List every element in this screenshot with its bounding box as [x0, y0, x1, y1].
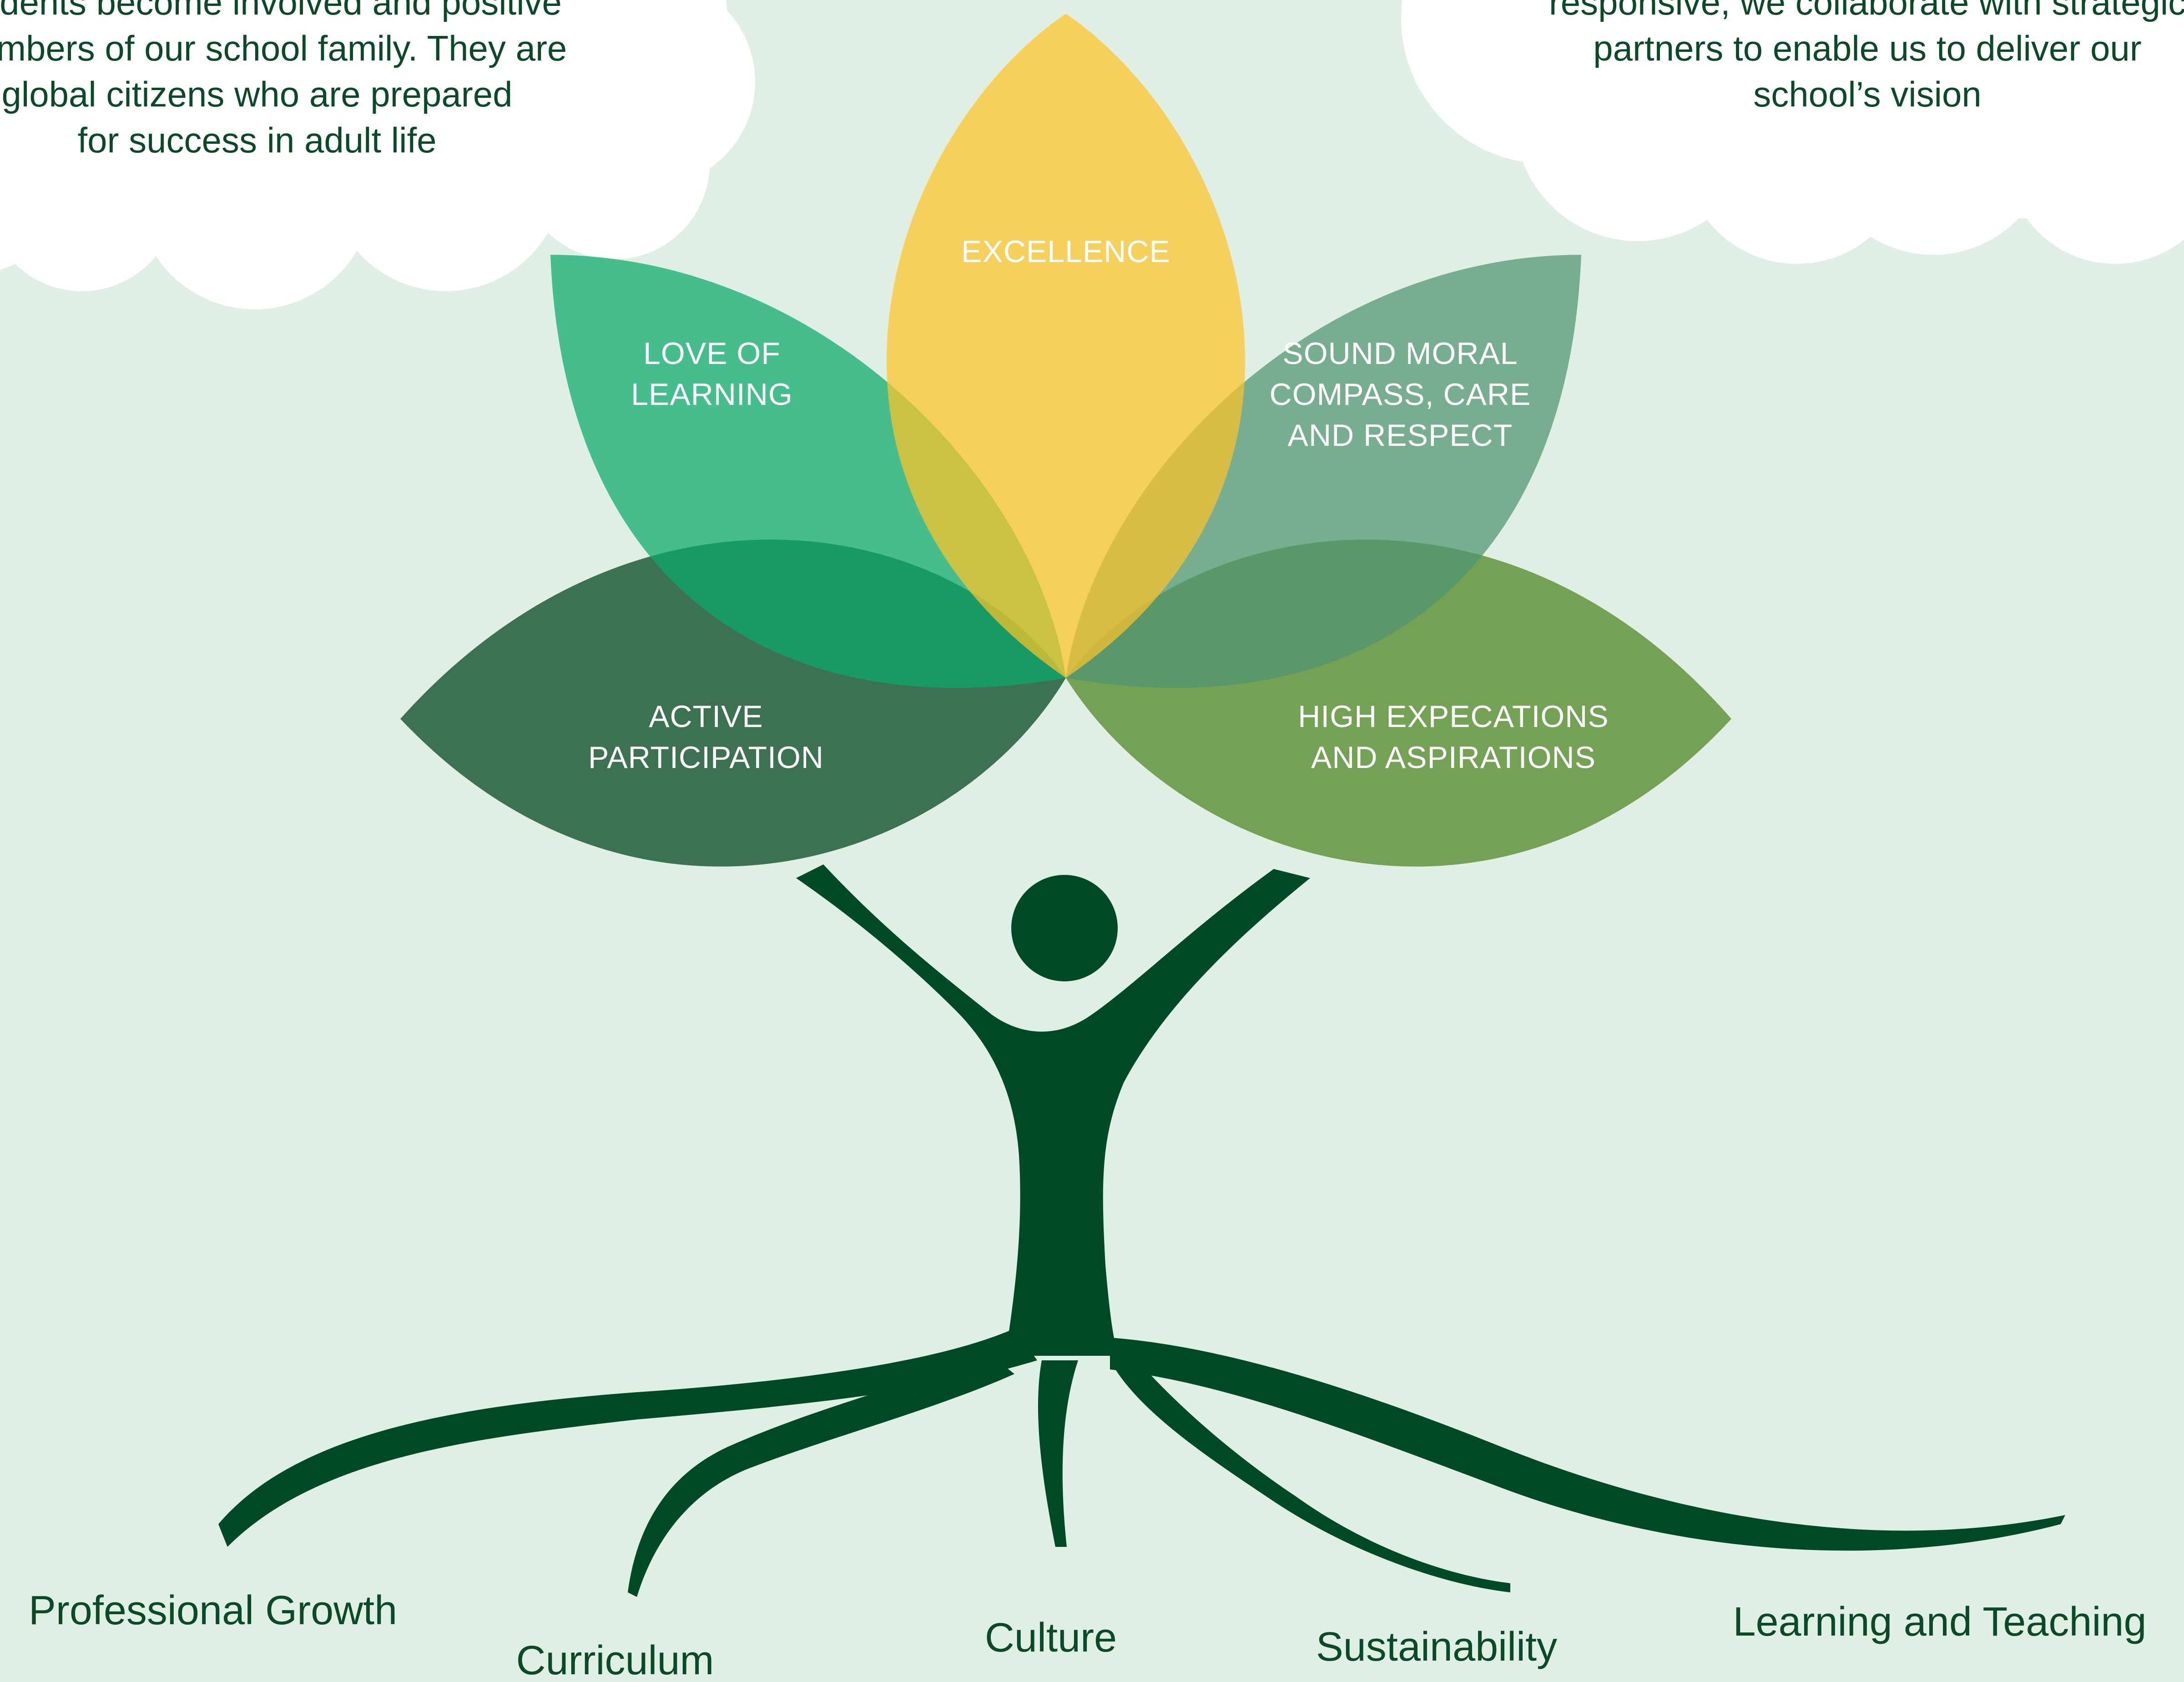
- label-active-participation: ACTIVE PARTICIPATION: [588, 696, 824, 778]
- cloud-left: [0, 0, 755, 309]
- figure-head: [1011, 875, 1118, 981]
- label-line: HIGH EXPECATIONS: [1298, 699, 1609, 734]
- cloud-right-line: partners to enable us to deliver our: [1593, 28, 2142, 68]
- label-line: SOUND MORAL: [1282, 336, 1518, 371]
- tree-figure: [218, 864, 2065, 1597]
- figure-body: [796, 864, 1310, 1356]
- root-label-sustainability: Sustainability: [1316, 1624, 1558, 1670]
- cloud-left-line: global citizens who are prepared: [1, 74, 513, 114]
- label-line: AND ASPIRATIONS: [1311, 740, 1596, 775]
- label-excellence: EXCELLENCE: [961, 231, 1170, 272]
- petal-sound-moral: [1066, 255, 1581, 688]
- cloud-right-line: school’s vision: [1753, 74, 1982, 114]
- root-label-professional-growth: Professional Growth: [28, 1588, 398, 1633]
- label-line: ACTIVE: [649, 699, 763, 734]
- label-line: AND RESPECT: [1287, 418, 1513, 453]
- cloud-right-line: responsive, we collaborate with strategi…: [1548, 0, 2184, 22]
- petal-love-of-learning: [550, 255, 1066, 688]
- root-sustainability: [1110, 1360, 1510, 1592]
- cloud-right: [1401, 0, 2184, 264]
- label-line: LEARNING: [631, 377, 793, 412]
- cloud-left-line: for success in adult life: [77, 120, 437, 160]
- petal-excellence: [886, 14, 1246, 678]
- label-sound-moral: SOUND MORAL COMPASS, CARE AND RESPECT: [1270, 333, 1531, 456]
- label-line: LOVE OF: [643, 336, 781, 371]
- cloud-left-line: students become involved and positive: [0, 0, 562, 22]
- cloud-right-text: responsive, we collaborate with strategi…: [1492, 0, 2184, 117]
- root-professional-growth: [218, 1328, 1037, 1547]
- cloud-left-line: members of our school family. They are: [0, 28, 567, 68]
- label-love-of-learning: LOVE OF LEARNING: [631, 333, 793, 415]
- cloud-left-text: students become involved and positive me…: [0, 0, 651, 163]
- label-high-expectations: HIGH EXPECATIONS AND ASPIRATIONS: [1298, 696, 1609, 778]
- root-label-culture: Culture: [984, 1615, 1117, 1661]
- label-line: COMPASS, CARE: [1269, 377, 1531, 412]
- root-learning-and-teaching: [1110, 1338, 2065, 1551]
- petals: [400, 14, 1731, 867]
- root-curriculum: [628, 1356, 1014, 1597]
- label-line: EXCELLENCE: [961, 234, 1170, 269]
- root-label-curriculum: Curriculum: [516, 1638, 714, 1682]
- root-label-learning-and-teaching: Learning and Teaching: [1733, 1599, 2147, 1645]
- root-culture: [1038, 1360, 1078, 1547]
- label-line: PARTICIPATION: [588, 740, 824, 775]
